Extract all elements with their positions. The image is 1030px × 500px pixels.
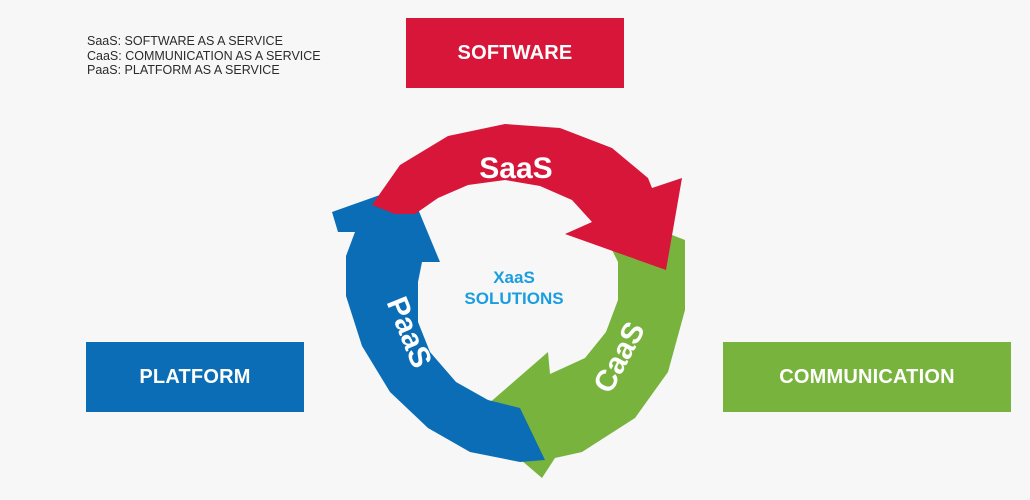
saas-label: SaaS (479, 152, 552, 185)
software-box: SOFTWARE (406, 18, 624, 88)
saas-arrow (372, 124, 682, 270)
paas-arrow (332, 185, 545, 462)
legend-caas: CaaS: COMMUNICATION AS A SERVICE (87, 48, 321, 63)
communication-box: COMMUNICATION (723, 342, 1011, 412)
legend-paas: PaaS: PLATFORM AS A SERVICE (87, 63, 280, 77)
center-title: XaaS (493, 268, 535, 287)
caas-arrow (472, 228, 685, 478)
platform-box: PLATFORM (86, 342, 304, 412)
legend: SaaS: SOFTWARE AS A SERVICE CaaS: COMMUN… (87, 34, 321, 78)
software-label: SOFTWARE (457, 41, 573, 64)
platform-label: PLATFORM (139, 365, 251, 388)
communication-label: COMMUNICATION (779, 365, 955, 388)
legend-saas: SaaS: SOFTWARE AS A SERVICE (87, 34, 283, 48)
center-subtitle: SOLUTIONS (464, 289, 563, 308)
